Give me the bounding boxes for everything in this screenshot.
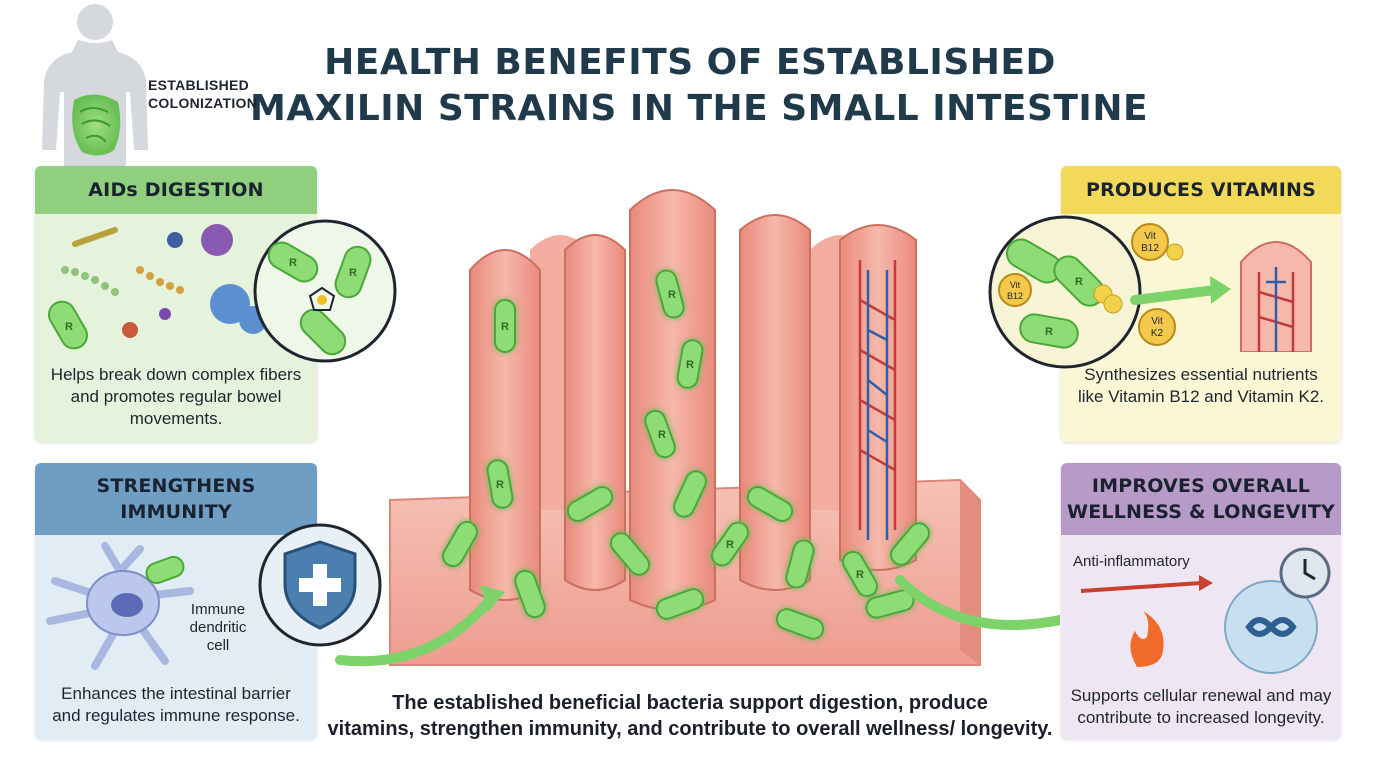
caption-line-1: The established beneficial bacteria supp… xyxy=(392,692,988,714)
human-silhouette-icon xyxy=(42,4,148,166)
vit-b12-top-label-2: B12 xyxy=(1141,243,1159,254)
caption: The established beneficial bacteria supp… xyxy=(320,690,1060,742)
panel-digestion-description: Helps break down complex fibers and prom… xyxy=(50,365,302,428)
vit-k2-label-1: Vit xyxy=(1151,316,1163,327)
dendritic-cell-icon xyxy=(46,542,194,670)
bacteria-label: R xyxy=(501,321,509,333)
immune-cell-label: Immune dendritic cell xyxy=(173,601,263,655)
bacteria-label: R xyxy=(686,359,694,371)
bacteria-label: R xyxy=(856,569,864,581)
longevity-icon xyxy=(1080,547,1331,674)
colonization-label: ESTABLISHED COLONIZATION xyxy=(148,76,257,112)
immune-cell-label-line-1: Immune xyxy=(190,601,246,618)
panel-wellness-description: Supports cellular renewal and may contri… xyxy=(1070,686,1332,727)
vitamins-zoom-icon: R R Vit B12 Vit B12 Vit K2 xyxy=(988,215,1231,369)
panel-vitamins: PRODUCES VITAMINS Synthesizes essential … xyxy=(1061,166,1341,442)
vitamin-villus-icon xyxy=(1240,241,1312,352)
panel-wellness: IMPROVES OVERALL WELLNESS & LONGEVITY An… xyxy=(1061,463,1341,739)
title-line-2: MAXILIN STRAINS IN THE SMALL INTESTINE xyxy=(250,88,1149,129)
caption-line-2: vitamins, strengthen immunity, and contr… xyxy=(327,718,1053,740)
vit-b12-left-label-2: B12 xyxy=(1007,291,1023,301)
title-line-1: HEALTH BENEFITS OF ESTABLISHED xyxy=(324,42,1056,83)
intestine-illustration: R R R R R R R xyxy=(335,189,1060,667)
vit-b12-top-label-1: Vit xyxy=(1144,231,1156,242)
panel-immunity-title-line-1: STRENGTHENS xyxy=(96,475,256,497)
panel-immunity-description: Enhances the intestinal barrier and regu… xyxy=(52,684,300,725)
bacteria-label: R xyxy=(496,479,504,491)
panel-wellness-title-line-1: IMPROVES OVERALL xyxy=(1091,475,1311,497)
shield-icon xyxy=(258,523,382,647)
panel-digestion-title: AIDs DIGESTION xyxy=(35,166,317,214)
bacteria-label: R xyxy=(349,267,357,279)
vit-b12-left-label-1: Vit xyxy=(1010,280,1021,290)
bacteria-label: R xyxy=(726,539,734,551)
colonization-label-line-1: ESTABLISHED xyxy=(148,77,250,93)
immune-cell-label-line-3: cell xyxy=(206,637,230,654)
bacteria-label: R xyxy=(289,257,297,269)
digestion-zoom-icon: R R xyxy=(253,219,397,363)
bacteria-label: R xyxy=(1075,276,1083,288)
anti-inflammatory-label: Anti-inflammatory xyxy=(1073,553,1190,570)
panel-immunity-title-line-2: IMMUNITY xyxy=(120,501,232,523)
panel-digestion: AIDs DIGESTION R Helps break down comple… xyxy=(35,166,317,442)
colonization-label-line-2: COLONIZATION xyxy=(148,95,258,111)
panel-immunity: STRENGTHENS IMMUNITY Immune dendritic ce… xyxy=(35,463,317,739)
panel-immunity-title: STRENGTHENS IMMUNITY xyxy=(35,463,317,535)
bacteria-label: R xyxy=(668,289,676,301)
vit-k2-label-2: K2 xyxy=(1151,328,1164,339)
immune-cell-label-line-2: dendritic xyxy=(189,619,247,636)
bacteria-label: R xyxy=(1045,326,1053,338)
panel-vitamins-title: PRODUCES VITAMINS xyxy=(1061,166,1341,214)
bacteria-label: R xyxy=(658,429,666,441)
panel-vitamins-description: Synthesizes essential nutrients like Vit… xyxy=(1077,365,1324,406)
bacteria-label: R xyxy=(65,321,73,333)
page-title: HEALTH BENEFITS OF ESTABLISHED MAXILIN S… xyxy=(250,40,1149,132)
panel-wellness-title-line-2: WELLNESS & LONGEVITY xyxy=(1067,501,1335,523)
panel-wellness-title: IMPROVES OVERALL WELLNESS & LONGEVITY xyxy=(1061,463,1341,535)
digestion-molecules-icon: R xyxy=(48,224,267,350)
